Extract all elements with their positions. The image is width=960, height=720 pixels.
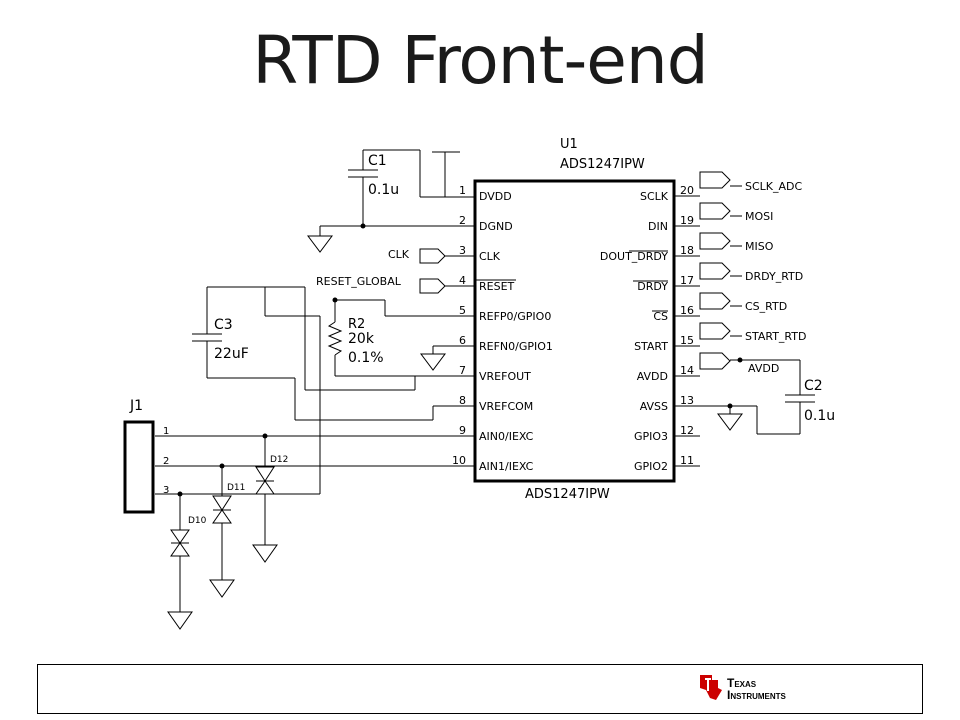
c3-value: 22uF (214, 346, 249, 362)
j1-pin-1: 1 (163, 426, 169, 437)
pin-name-1: DVDD (479, 190, 512, 203)
pin-num-9: 9 (459, 424, 466, 437)
pin-name-7: VREFOUT (479, 370, 531, 383)
d10-ref: D10 (188, 516, 207, 526)
net-label-mosi: MOSI (745, 210, 773, 223)
ic-part-bottom: ADS1247IPW (525, 487, 610, 502)
c3-ref: C3 (214, 317, 233, 333)
pin-name-19: DIN (648, 220, 668, 233)
net-label-sclk-adc: SCLK_ADC (745, 180, 803, 193)
r2-tolerance: 0.1% (348, 350, 384, 366)
net-label-drdy-rtd: DRDY_RTD (745, 270, 803, 283)
pin-name-5: REFP0/GPIO0 (479, 310, 551, 323)
pin-name-16: CS (653, 310, 668, 323)
ti-state-icon (700, 675, 722, 700)
pin-num-17: 17 (680, 274, 694, 287)
pin-name-15: START (634, 340, 668, 353)
texas-instruments-logo (696, 672, 826, 708)
pin-name-3: CLK (479, 250, 501, 263)
net-label-clk: CLK (388, 248, 410, 261)
pin-num-10: 10 (452, 454, 466, 467)
ti-wordmark-line1: Texas (727, 676, 757, 690)
pin-num-7: 7 (459, 364, 466, 377)
c1-value: 0.1u (368, 182, 399, 198)
pin-num-5: 5 (459, 304, 466, 317)
footer-bar (37, 664, 923, 714)
net-label-miso: MISO (745, 240, 774, 253)
net-label-reset-global: RESET_GLOBAL (316, 275, 402, 288)
ic-body (473, 179, 676, 483)
pin-num-11: 11 (680, 454, 694, 467)
r2-value: 20k (348, 331, 375, 347)
d11-ref: D11 (227, 483, 245, 493)
j1-pin-2: 2 (163, 456, 169, 467)
pin-num-2: 2 (459, 214, 466, 227)
page-title: RTD Front-end (252, 22, 708, 99)
ti-wordmark-line2: Instruments (727, 688, 786, 702)
pin-name-13: AVSS (640, 400, 668, 413)
pin-name-12: GPIO3 (634, 430, 668, 443)
pin-name-9: AIN0/IEXC (479, 430, 534, 443)
net-label-avdd: AVDD (748, 362, 779, 375)
pin-name-14: AVDD (637, 370, 668, 383)
ti-wordmark: Texas Instruments (727, 677, 786, 701)
pin-num-6: 6 (459, 334, 466, 347)
pin-num-3: 3 (459, 244, 466, 257)
pin-name-20: SCLK (640, 190, 669, 203)
pin-name-17: DRDY (637, 280, 668, 293)
pin-name-18: DOUT_DRDY (600, 250, 668, 263)
schematic: U1 ADS1247IPW ADS1247IPW DVDD DGND CLK R… (123, 137, 835, 630)
r2-ref: R2 (348, 317, 365, 332)
pin-name-11: GPIO2 (634, 460, 668, 473)
c2-value: 0.1u (804, 408, 835, 424)
pin-name-2: DGND (479, 220, 513, 233)
pin-num-15: 15 (680, 334, 694, 347)
c1-ref: C1 (368, 153, 387, 169)
d12-ref: D12 (270, 455, 288, 465)
pin-num-16: 16 (680, 304, 694, 317)
c2-ref: C2 (804, 378, 823, 394)
pin-num-20: 20 (680, 184, 694, 197)
pin-name-8: VREFCOM (479, 400, 533, 413)
pin-num-18: 18 (680, 244, 694, 257)
pin-name-4: RESET (479, 280, 515, 293)
pin-num-8: 8 (459, 394, 466, 407)
pin-num-19: 19 (680, 214, 694, 227)
j1-pin-3: 3 (163, 485, 169, 496)
pin-num-12: 12 (680, 424, 694, 437)
pin-num-14: 14 (680, 364, 694, 377)
pin-name-6: REFN0/GPIO1 (479, 340, 553, 353)
ic-part-top: ADS1247IPW (560, 157, 645, 172)
pin-num-4: 4 (459, 274, 466, 287)
ic-ref: U1 (560, 137, 578, 152)
pin-name-10: AIN1/IEXC (479, 460, 534, 473)
net-label-start-rtd: START_RTD (745, 330, 806, 343)
j1-ref: J1 (129, 398, 143, 414)
net-label-cs-rtd: CS_RTD (745, 300, 787, 313)
pin-num-13: 13 (680, 394, 694, 407)
pin-num-1: 1 (459, 184, 466, 197)
